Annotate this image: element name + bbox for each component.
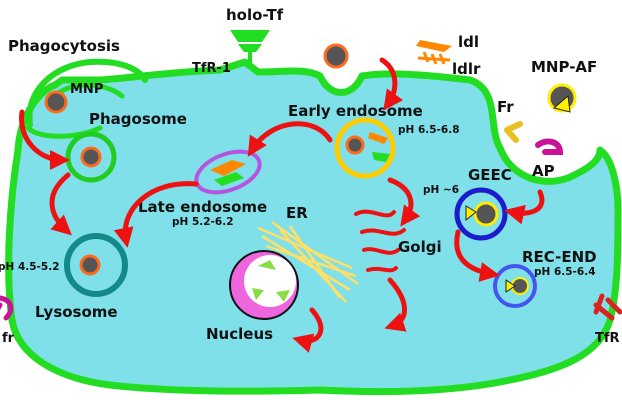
arrow-early-to-geec bbox=[387, 177, 421, 227]
mnp-label: MNP bbox=[70, 82, 103, 97]
late-endosome-label: Late endosome bbox=[138, 198, 267, 216]
fr-label: Fr bbox=[497, 98, 514, 116]
ap-label: AP bbox=[532, 162, 555, 180]
early-endosome bbox=[334, 117, 396, 179]
endocytosing-particle bbox=[323, 43, 349, 69]
lysosome-ph-label: pH 4.5-5.2 bbox=[0, 261, 60, 273]
tfr1-label: TfR-1 bbox=[192, 61, 231, 76]
late-endosome-ph-label: pH 5.2-6.2 bbox=[172, 216, 234, 228]
ldlr-label: ldlr bbox=[452, 60, 481, 78]
fr-left-label: fr bbox=[2, 331, 15, 346]
holo-tf-label: holo-Tf bbox=[226, 6, 284, 24]
arrow-golgi-to-nucleus bbox=[384, 277, 407, 332]
rec-end-ph-label: pH 6.5-6.4 bbox=[534, 266, 596, 278]
lysosome-label: Lysosome bbox=[35, 303, 118, 321]
golgi-apparatus bbox=[354, 209, 406, 273]
mnp-af-label: MNP-AF bbox=[531, 58, 597, 76]
rec-end-label: REC-END bbox=[522, 248, 597, 266]
early-endosome-label: Early endosome bbox=[288, 102, 423, 120]
arrow-geec-to-rec bbox=[454, 229, 500, 282]
er-structure bbox=[257, 220, 359, 303]
early-endosome-ph-label: pH 6.5-6.8 bbox=[398, 124, 460, 136]
golgi-label: Golgi bbox=[398, 238, 442, 256]
ldl-icon bbox=[416, 40, 452, 65]
arrow-phagosome-to-lysosome bbox=[49, 172, 72, 236]
phagosome-label: Phagosome bbox=[89, 110, 187, 128]
fr-receptor-icon bbox=[504, 121, 523, 143]
arrow-surface-to-early bbox=[379, 57, 404, 111]
cell-membrane bbox=[5, 58, 622, 396]
arrow-phagocytosis-to-phagosome bbox=[19, 109, 70, 170]
holo-tf-receptor-icon bbox=[230, 30, 270, 68]
phagocytosis-label: Phagocytosis bbox=[8, 37, 120, 55]
geec-ph-label: pH ~6 bbox=[423, 184, 459, 196]
nucleus-label: Nucleus bbox=[206, 325, 273, 343]
tfr-right-label: TfR bbox=[595, 331, 620, 346]
arrow-early-to-late bbox=[247, 121, 333, 157]
mnp-particle bbox=[44, 90, 68, 114]
arrow-nucleus-to-er bbox=[292, 307, 324, 353]
fr-left-receptor bbox=[0, 295, 14, 321]
arrow-late-to-lysosome bbox=[113, 181, 199, 248]
ap-receptor-icon bbox=[535, 138, 564, 155]
arrow-ap-to-geec bbox=[504, 189, 545, 225]
tfr-right-receptor-icon bbox=[593, 293, 622, 321]
phagocytic-cup bbox=[26, 58, 148, 128]
ldl-label: ldl bbox=[458, 33, 479, 51]
trafficking-arrows bbox=[19, 57, 545, 353]
er-label: ER bbox=[286, 204, 308, 222]
geec-label: GEEC bbox=[468, 166, 512, 184]
